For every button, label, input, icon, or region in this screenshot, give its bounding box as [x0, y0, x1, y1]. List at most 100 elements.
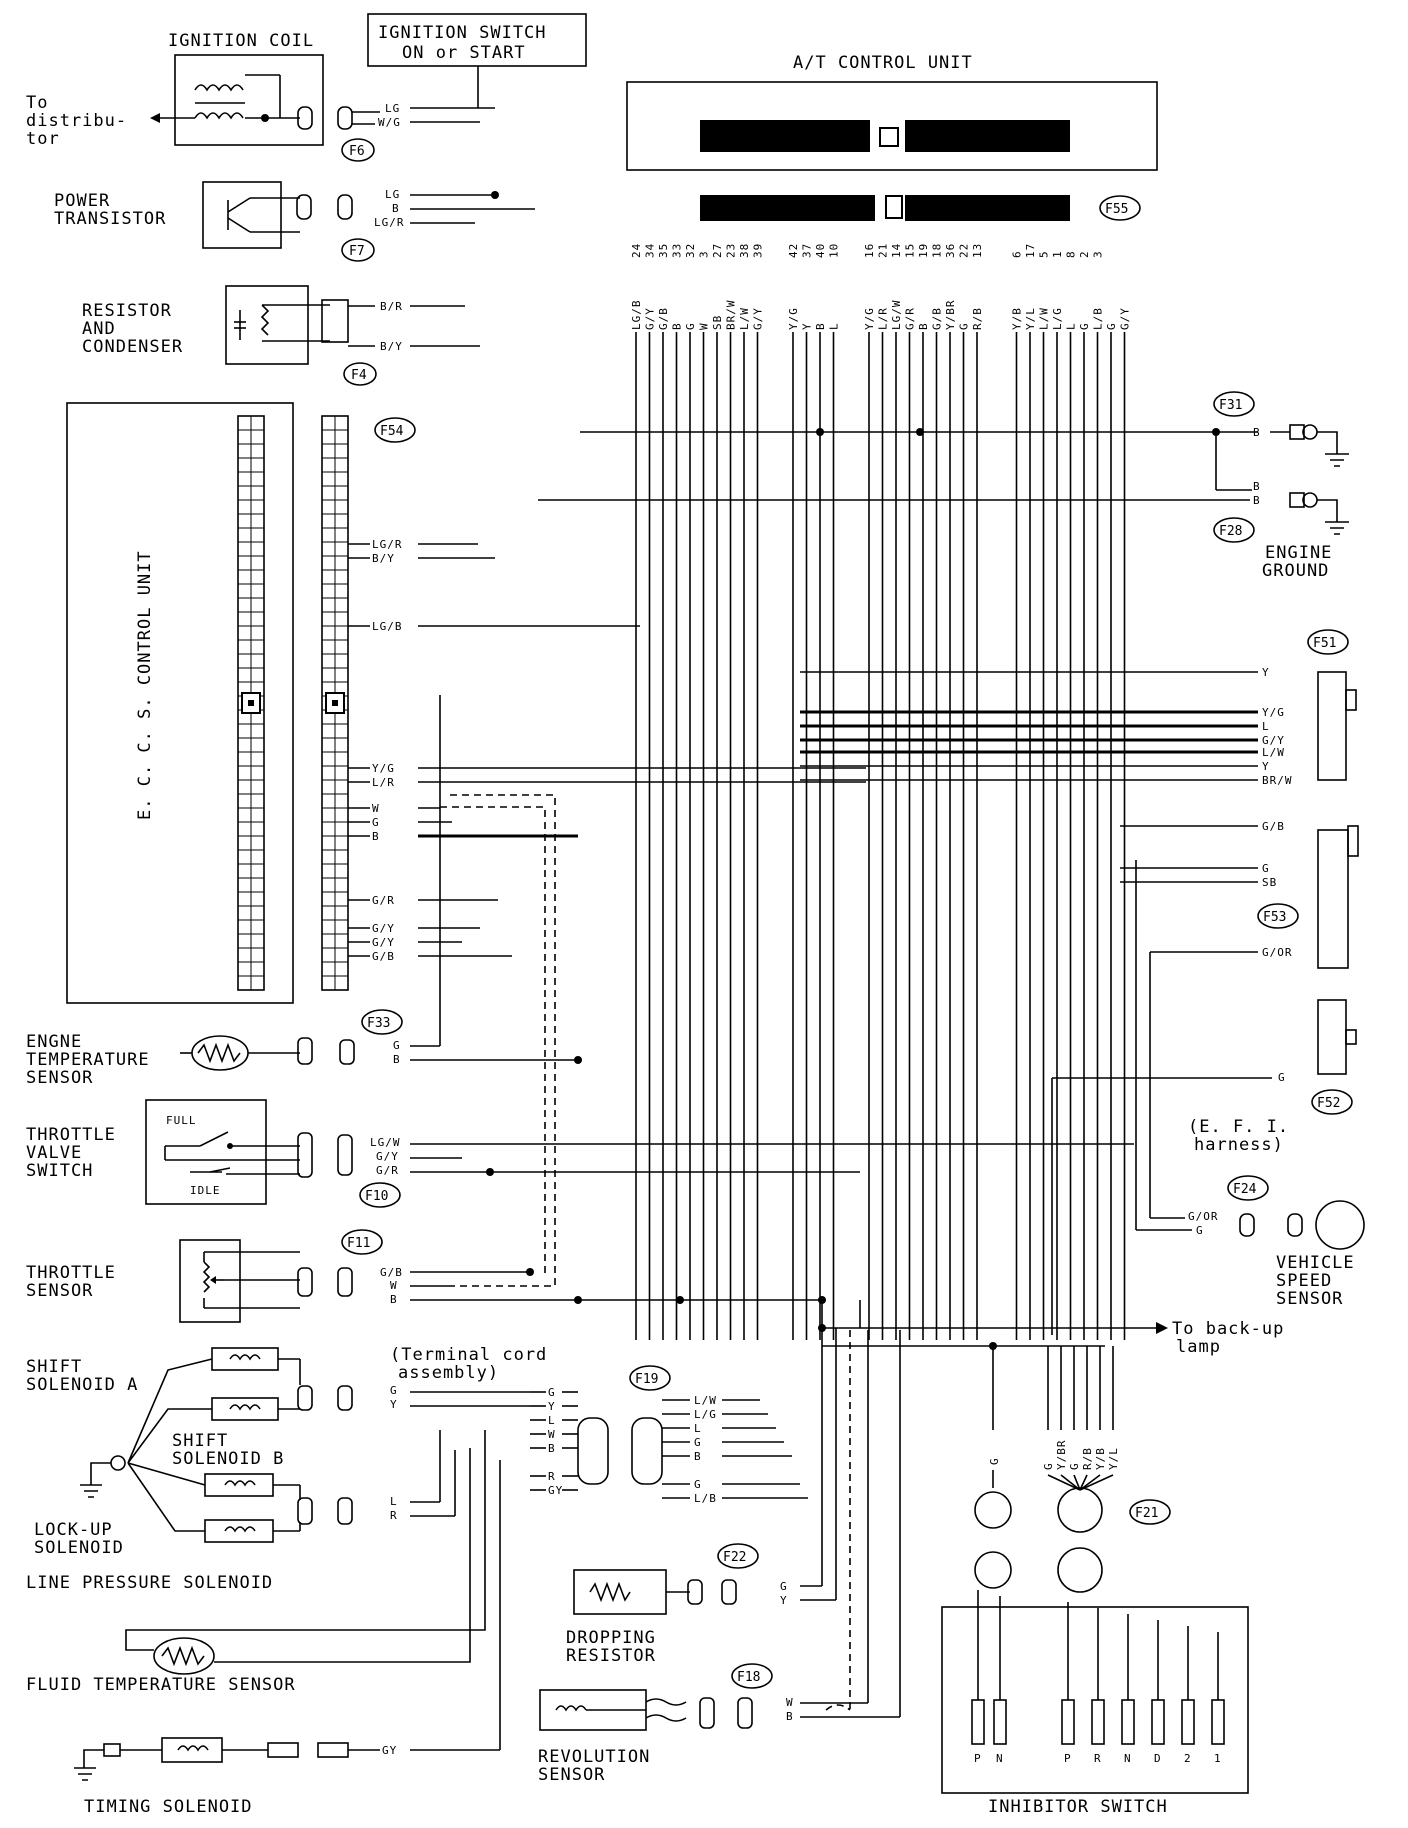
wire-label: LG: [385, 102, 400, 115]
inhibitor-contact: [971, 1699, 985, 1745]
resistor-line1: RESISTOR: [82, 301, 172, 321]
f10-socket: [337, 1134, 353, 1176]
fluid-temp-sensor-icon: [153, 1637, 215, 1675]
connector-label: F24: [1233, 1182, 1257, 1197]
shift-b-line2: SOLENOID B: [172, 1449, 284, 1469]
engine-temp-line3: SENSOR: [26, 1068, 93, 1088]
f51-wire-label: Y/G: [1262, 706, 1285, 719]
f6-socket: [337, 106, 353, 130]
wire-label: R: [390, 1509, 398, 1522]
at-pin-number: 15: [904, 243, 917, 258]
line-pressure-solenoid-icon: [204, 1519, 274, 1543]
resistor-icon: [234, 304, 330, 342]
tc-left-label: L: [548, 1414, 556, 1427]
at-pin-number: 38: [738, 243, 751, 258]
f51-wire-label: G/Y: [1262, 734, 1285, 747]
f52-connector-body: [1317, 999, 1347, 1075]
resistor-line3: CONDENSER: [82, 337, 183, 357]
shift-a-line1: SHIFT: [26, 1357, 82, 1377]
wire-label: LG: [385, 188, 400, 201]
f51-wire-label: Y: [1262, 666, 1270, 679]
tvs-line1: THROTTLE: [26, 1125, 116, 1145]
inhibitor-plug-g: [974, 1491, 1012, 1529]
at-pin-number: 24: [630, 243, 643, 258]
f11-socket: [337, 1267, 353, 1297]
tc-left-label: B: [548, 1442, 556, 1455]
dropping-line1: DROPPING: [566, 1628, 656, 1648]
ground-icon: [1317, 499, 1349, 535]
resistor-line2: AND: [82, 319, 116, 339]
f24-plug: [1239, 1213, 1255, 1237]
at-pin-label: L: [828, 322, 841, 330]
wire-label: G/B: [380, 1266, 403, 1279]
at-pin-number: 18: [931, 243, 944, 258]
dropping-line2: RESISTOR: [566, 1646, 656, 1666]
terminal-cord-line2: assembly): [398, 1363, 499, 1383]
wire-label: B: [1253, 426, 1261, 439]
f53-connector-body: [1317, 829, 1349, 969]
shift-a-line2: SOLENOID A: [26, 1375, 138, 1395]
f4-connector-body: [321, 299, 349, 343]
wire-label: B/Y: [380, 340, 403, 353]
ignition-coil-title: IGNITION COIL: [168, 31, 314, 51]
eccs-control-unit-box: [66, 402, 294, 1004]
revolution-line2: SENSOR: [538, 1765, 605, 1785]
at-pin-number: 3: [1092, 250, 1105, 258]
at-pin-number: 8: [1065, 250, 1078, 258]
connector-label: F52: [1317, 1096, 1340, 1111]
f18-socket: [737, 1697, 753, 1729]
at-pin-number: 40: [814, 243, 827, 258]
eccs-wire-label: L/R: [372, 776, 395, 789]
wire-label: B: [786, 1710, 794, 1723]
f51-wire-label: BR/W: [1262, 774, 1293, 787]
at-pin-label: L/B: [1092, 307, 1105, 330]
connector-f10: [359, 1182, 401, 1208]
connector-label: F19: [635, 1372, 658, 1387]
inhibitor-wire-label: R/B: [1081, 1447, 1094, 1470]
at-pin-label: G: [1078, 322, 1091, 330]
at-control-unit-title: A/T CONTROL UNIT: [793, 53, 973, 73]
tc-right-label: L: [694, 1422, 702, 1435]
wire-label: G: [988, 1457, 1001, 1465]
engine-temp-line1: ENGNE: [26, 1032, 82, 1052]
f6-plug: [297, 106, 313, 130]
timing-ground-terminal: [103, 1743, 121, 1757]
fluid-temp-label: FLUID TEMPERATURE SENSOR: [26, 1675, 296, 1695]
inhibitor-switch-box: [941, 1606, 1249, 1794]
ground-terminal-2: [1289, 492, 1305, 508]
at-pin-label: Y/BR: [944, 300, 957, 331]
connector-label: F22: [723, 1550, 746, 1565]
connector-f11: [341, 1229, 383, 1255]
eccs-wire-label: G/R: [372, 894, 395, 907]
wire-label: Y: [780, 1594, 788, 1607]
connector-f51: [1307, 629, 1349, 655]
at-pin-number: 34: [644, 243, 657, 258]
engine-ground-line2: GROUND: [1262, 561, 1329, 581]
inhibitor-wire-label: G: [1042, 1462, 1055, 1470]
connector-f52: [1311, 1089, 1353, 1115]
f51-wire-label: Y: [1262, 760, 1270, 773]
inhibitor-contact: [993, 1699, 1007, 1745]
ground-icon: [1317, 431, 1349, 467]
at-pin-number: 42: [787, 243, 800, 258]
eccs-wire-label: Y/G: [372, 762, 395, 775]
at-pin-number: 35: [657, 243, 670, 258]
at-pin-label: L/R: [877, 307, 890, 330]
at-pin-number: 5: [1038, 250, 1051, 258]
eccs-wire-label: G/B: [372, 950, 395, 963]
wire-label: G: [780, 1580, 788, 1593]
inhibitor-position-label: N: [1124, 1752, 1132, 1765]
at-pin-number: 32: [684, 243, 697, 258]
power-transistor-line1: POWER: [54, 191, 110, 211]
at-pin-label: G/Y: [1119, 307, 1132, 330]
eccs-wire-label: LG/R: [372, 538, 403, 551]
connector-f33: [361, 1009, 403, 1035]
dropping-resistor-box: [573, 1569, 667, 1615]
vehicle-speed-sensor-icon: [1315, 1200, 1365, 1250]
timing-solenoid-icon: [161, 1737, 223, 1763]
f53-latch: [1347, 825, 1359, 857]
throttle-sensor-line2: SENSOR: [26, 1281, 93, 1301]
